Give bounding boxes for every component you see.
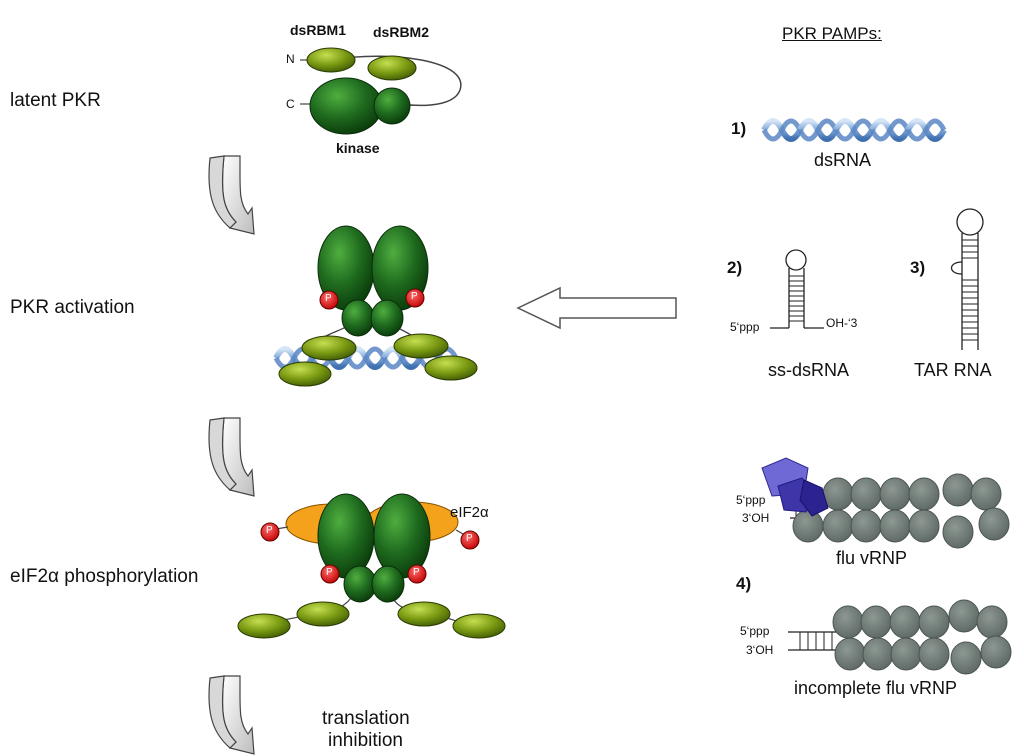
dsrna-helix-icon: [764, 121, 944, 139]
phospho-dot: [407, 564, 427, 584]
stage-label-eif2a: eIF2α phosphorylation: [10, 566, 199, 587]
flu-vrnp-name: flu vRNP: [836, 548, 908, 568]
phospho-label: P: [411, 291, 418, 302]
dsrbm1-label: dsRBM1: [290, 22, 347, 38]
phospho-dot: [460, 530, 480, 550]
tar-rna-structure: [950, 208, 984, 350]
ss-dsrna-structure: [770, 249, 824, 329]
phospho-label: P: [413, 567, 420, 578]
pkr-activation-dimer: [276, 225, 478, 387]
pamp-2-three-prime: OH-‘3: [826, 316, 858, 330]
phospho-label: P: [466, 533, 473, 544]
stage-label-latent: latent PKR: [10, 90, 101, 111]
phospho-dot: [260, 522, 280, 542]
phospho-label: P: [326, 567, 333, 578]
pamps-title: PKR PAMPs:: [782, 24, 882, 43]
pamp-4-number: 4): [736, 574, 752, 593]
phospho-label: P: [325, 293, 332, 304]
curved-arrow-icon: [208, 417, 255, 497]
pamp-2-name: ss-dsRNA: [768, 360, 850, 380]
phospho-dot: [405, 288, 425, 308]
pamp-2-number: 2): [727, 258, 743, 277]
pamp-3-name: TAR RNA: [914, 360, 992, 380]
incomplete-flu-vrnp-structure: [788, 599, 1012, 675]
eif2a-label: eIF2α: [450, 504, 489, 521]
curved-arrow-icon: [208, 675, 255, 755]
left-arrow-icon: [516, 286, 677, 330]
incomplete-vrnp-name: incomplete flu vRNP: [794, 678, 958, 698]
kinase-label: kinase: [336, 140, 380, 156]
c-terminus-label: C: [286, 97, 295, 111]
stage-label-translation-1: translation: [322, 708, 410, 729]
pamp-1-name: dsRNA: [814, 150, 872, 170]
phospho-dot: [320, 564, 340, 584]
pamp-1-number: 1): [731, 119, 747, 138]
n-terminus-label: N: [286, 52, 295, 66]
dsrbm2-label: dsRBM2: [373, 24, 430, 40]
incomplete-three-prime: 3‘OH: [746, 643, 774, 657]
eif2a-phosphorylation-complex: [237, 493, 506, 639]
pamp-2-five-prime: 5‘ppp: [730, 320, 760, 334]
flu-vrnp-structure: [761, 457, 1010, 549]
stage-label-translation-2: inhibition: [328, 730, 403, 751]
phospho-label: P: [266, 525, 273, 536]
pamp-3-number: 3): [910, 258, 926, 277]
stage-label-activation: PKR activation: [10, 297, 135, 318]
latent-pkr-monomer: [300, 47, 462, 135]
flu-three-prime: 3‘OH: [742, 511, 770, 525]
phospho-dot: [319, 290, 339, 310]
flu-five-prime: 5‘ppp: [736, 493, 766, 507]
curved-arrow-icon: [208, 155, 255, 235]
incomplete-five-prime: 5‘ppp: [740, 624, 770, 638]
polymerase-icon: [761, 457, 829, 517]
